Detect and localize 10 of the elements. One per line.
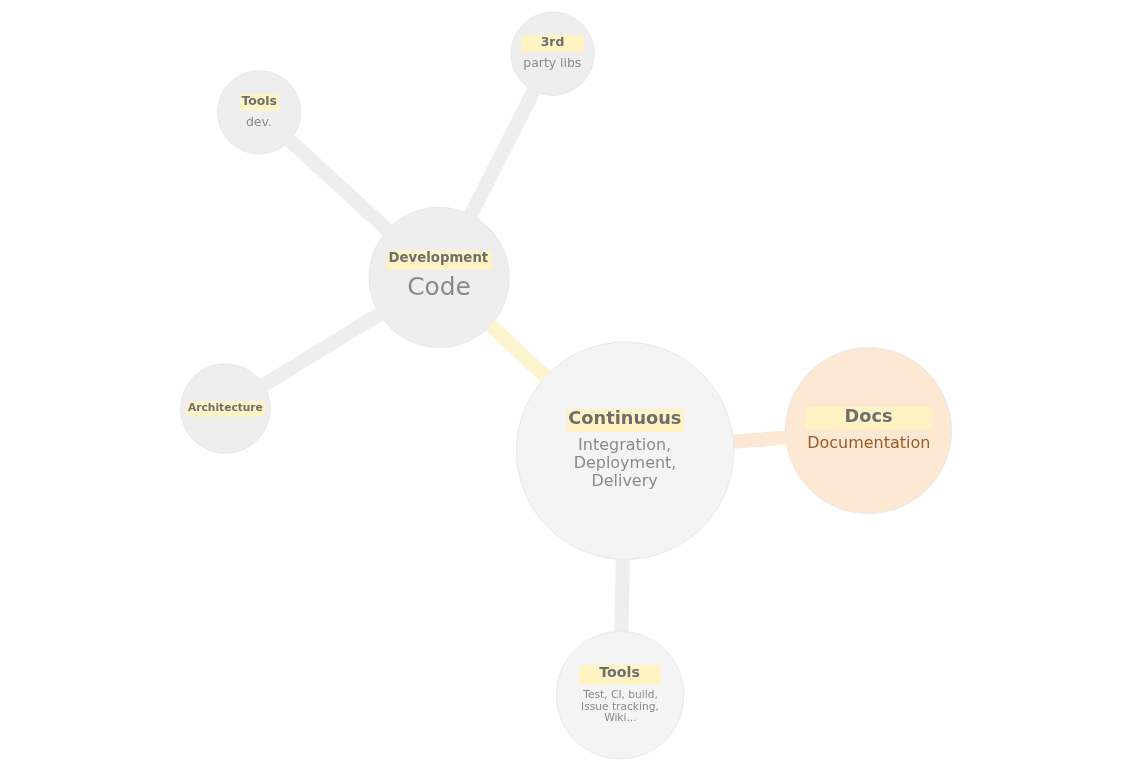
node-circle: Tools dev. — [217, 70, 302, 155]
node-circle: Development Code — [368, 206, 510, 348]
connector — [259, 308, 384, 392]
connector — [485, 320, 551, 382]
connector — [733, 430, 787, 449]
node-circle: Architecture — [180, 363, 271, 454]
node-circle: Tools Test, CI, build, Issue tracking, Wiki... — [555, 630, 685, 760]
node-circle: 3rd party libs — [510, 11, 595, 96]
node-circle: Docs Documentation — [785, 347, 952, 515]
node-circle: Continuous Integration, Deployment, Delivery — [515, 341, 735, 560]
